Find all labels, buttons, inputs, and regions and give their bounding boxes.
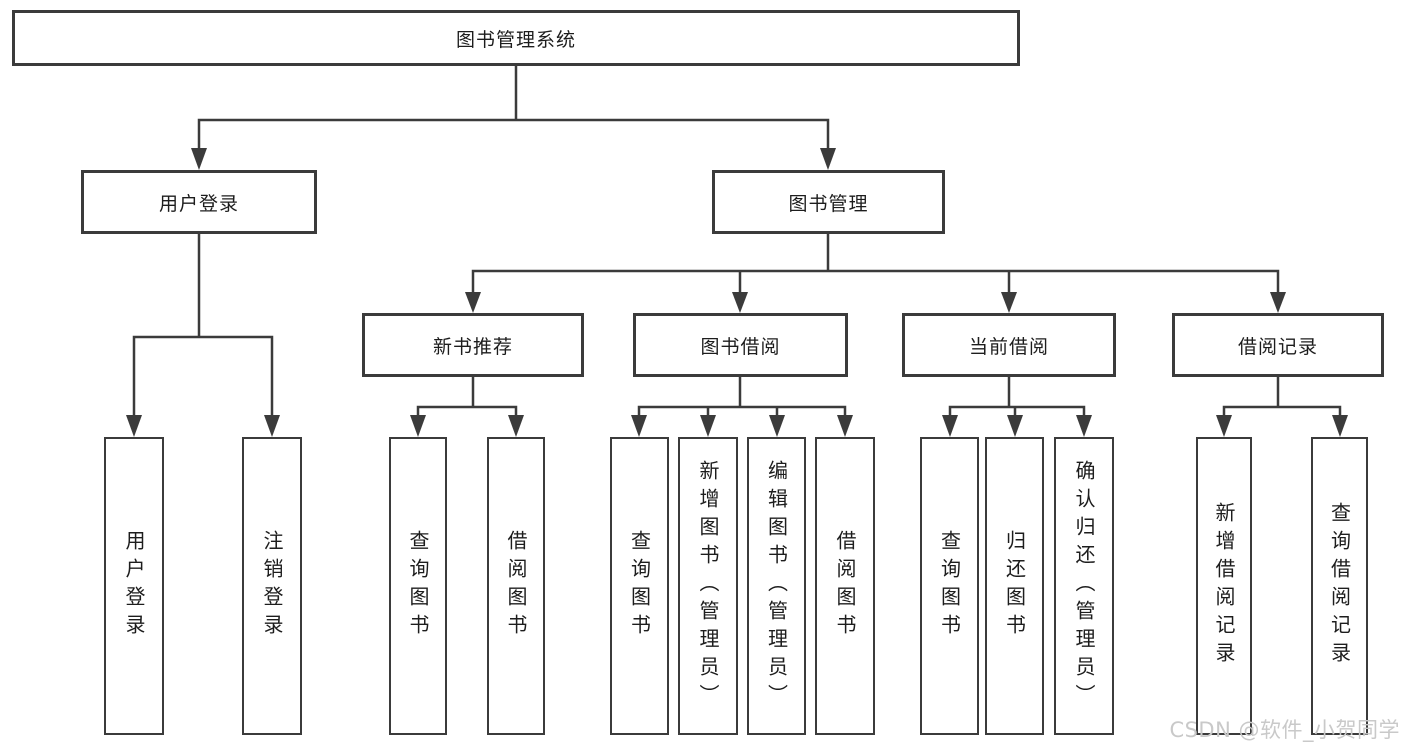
leaf-newbook-query-book: 查询图书 [389,437,447,735]
leaf-current-return-book: 归还图书 [985,437,1044,735]
node-new-book-recommend: 新书推荐 [362,313,584,377]
csdn-watermark: CSDN @软件_小贺同学 [1169,718,1400,742]
node-current-borrow: 当前借阅 [902,313,1116,377]
node-borrow-records: 借阅记录 [1172,313,1384,377]
leaf-records-query-record: 查询借阅记录 [1311,437,1368,735]
leaf-current-query-book: 查询图书 [920,437,979,735]
leaf-borrow-add-book-admin: 新增图书（管理员） [678,437,738,735]
leaf-newbook-borrow-book: 借阅图书 [487,437,545,735]
leaf-borrow-borrow-book: 借阅图书 [815,437,875,735]
arrowheads [126,148,1348,437]
node-user-login: 用户登录 [81,170,317,234]
node-book-management: 图书管理 [712,170,945,234]
leaf-current-confirm-return-admin: 确认归还（管理员） [1054,437,1114,735]
leaf-borrow-query-book: 查询图书 [610,437,669,735]
leaf-user-login: 用户登录 [104,437,164,735]
node-book-borrow: 图书借阅 [633,313,848,377]
leaf-records-add-record: 新增借阅记录 [1196,437,1252,735]
leaf-logout: 注销登录 [242,437,302,735]
leaf-borrow-edit-book-admin: 编辑图书（管理员） [747,437,806,735]
node-root: 图书管理系统 [12,10,1020,66]
